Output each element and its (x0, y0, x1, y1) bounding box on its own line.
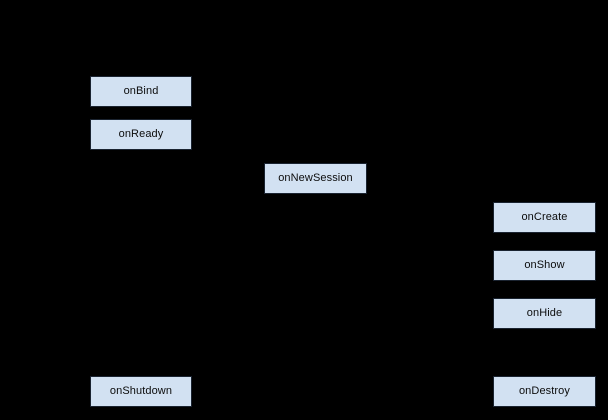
node-label-on-bind: onBind (123, 85, 159, 97)
node-on-shutdown[interactable]: onShutdown (90, 376, 192, 407)
node-on-bind[interactable]: onBind (90, 76, 192, 107)
node-label-on-show: onShow (524, 259, 565, 271)
node-label-on-create: onCreate (521, 211, 568, 223)
node-on-new-session[interactable]: onNewSession (264, 163, 367, 194)
node-on-show[interactable]: onShow (493, 250, 596, 281)
node-label-on-ready: onReady (118, 128, 164, 140)
node-label-on-new-session: onNewSession (278, 172, 353, 184)
node-label-on-destroy: onDestroy (518, 385, 571, 397)
node-on-ready[interactable]: onReady (90, 119, 192, 150)
node-on-hide[interactable]: onHide (493, 298, 596, 329)
node-on-destroy[interactable]: onDestroy (493, 376, 596, 407)
node-label-on-shutdown: onShutdown (109, 385, 173, 397)
node-on-create[interactable]: onCreate (493, 202, 596, 233)
node-label-on-hide: onHide (526, 307, 563, 319)
